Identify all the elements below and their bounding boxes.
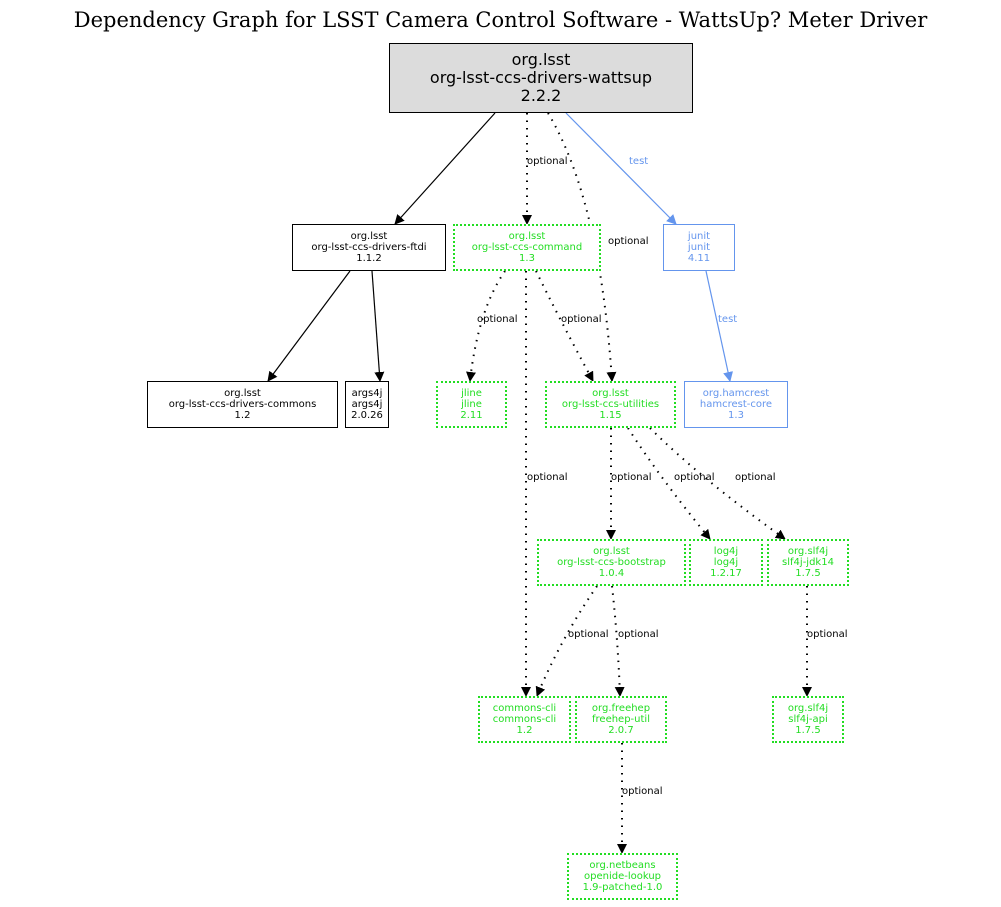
node-version: 2.0.7 <box>608 725 634 736</box>
node-version: 1.9-patched-1.0 <box>582 882 663 893</box>
node-artifact: freehep-util <box>592 714 650 725</box>
node-group: org.netbeans <box>589 860 656 871</box>
edge-utilities-to-slf4jjdk14 <box>649 427 786 540</box>
edge-command-to-utilities <box>535 270 594 382</box>
edge-root-to-ftdi <box>394 112 496 225</box>
node-artifact: junit <box>687 242 711 253</box>
node-artifact: log4j <box>713 557 739 568</box>
edge-root-to-utilities <box>547 112 617 382</box>
edge-label: optional <box>611 472 652 483</box>
edge-label: optional <box>618 629 659 640</box>
node-artifact: slf4j-jdk14 <box>782 557 834 568</box>
node-version: 1.0.4 <box>598 568 625 579</box>
edge-label: test <box>629 156 649 167</box>
node-version: 1.2.17 <box>710 568 742 579</box>
edge-label: optional <box>807 629 848 640</box>
edge-root-to-junit <box>565 112 677 225</box>
node-version: 2.2.2 <box>520 86 562 105</box>
node-artifact: org-lsst-ccs-bootstrap <box>557 557 666 568</box>
edge-label: optional <box>674 472 715 483</box>
node-group: log4j <box>713 546 739 557</box>
node-artifact: org-lsst-ccs-drivers-ftdi <box>311 242 427 253</box>
node-version: 1.2 <box>234 410 251 421</box>
node-artifact: org-lsst-ccs-drivers-wattsup <box>429 68 653 87</box>
edge-command-to-jline <box>466 270 506 382</box>
node-group: org.lsst <box>350 231 388 242</box>
node-artifact: commons-cli <box>492 714 557 725</box>
edge-label: optional <box>622 786 663 797</box>
edge-utilities-to-log4j <box>627 427 711 540</box>
node-artifact: org-lsst-ccs-utilities <box>561 399 660 410</box>
node-group: org.lsst <box>508 231 546 242</box>
edge-label: optional <box>735 472 776 483</box>
node-group: org.lsst <box>593 546 630 557</box>
node-artifact: org-lsst-ccs-command <box>471 242 583 253</box>
edge-junit-to-hamcrest <box>705 270 733 382</box>
edge-label: optional <box>527 156 568 167</box>
node-group: org.slf4j <box>787 703 829 714</box>
edge-label: optional <box>527 472 568 483</box>
node-version: 1.1.2 <box>356 253 382 264</box>
node-version: 1.7.5 <box>795 568 821 579</box>
node-artifact: openide-lookup <box>583 871 662 882</box>
node-version: 1.3 <box>728 410 744 421</box>
node-group: org.lsst <box>224 388 261 399</box>
node-group: junit <box>687 231 711 242</box>
node-group: org.slf4j <box>787 546 829 557</box>
edge-ftdi-to-args4j <box>371 270 385 382</box>
node-version: 2.0.26 <box>351 410 383 421</box>
node-artifact: slf4j-api <box>788 714 828 725</box>
node-group: jline <box>461 388 482 399</box>
node-group: args4j <box>351 388 383 399</box>
node-group: org.hamcrest <box>702 388 770 399</box>
node-version: 1.15 <box>599 410 622 421</box>
edge-bootstrap-to-freehep <box>611 585 625 697</box>
edge-label: optional <box>608 236 649 247</box>
node-version: 1.7.5 <box>795 725 821 736</box>
node-version: 1.3 <box>519 253 535 264</box>
node-group: commons-cli <box>492 703 557 714</box>
edge-bootstrap-to-commonscli <box>535 585 598 697</box>
edge-label: optional <box>477 314 518 325</box>
node-artifact: org-lsst-ccs-drivers-commons <box>168 399 317 410</box>
node-artifact: hamcrest-core <box>699 399 773 410</box>
node-group: org.lsst <box>511 50 571 69</box>
edge-label: test <box>718 314 738 325</box>
graph-title: Dependency Graph for LSST Camera Control… <box>73 8 928 32</box>
edge-label: optional <box>568 629 609 640</box>
node-group: org.freehep <box>591 703 651 714</box>
node-group: org.lsst <box>592 388 629 399</box>
edge-label: optional <box>561 314 602 325</box>
node-version: 2.11 <box>460 410 483 421</box>
edge-ftdi-to-commons <box>267 270 351 382</box>
node-artifact: jline <box>461 399 482 410</box>
node-artifact: args4j <box>351 399 383 410</box>
node-version: 1.2 <box>516 725 533 736</box>
node-version: 4.11 <box>687 253 711 264</box>
